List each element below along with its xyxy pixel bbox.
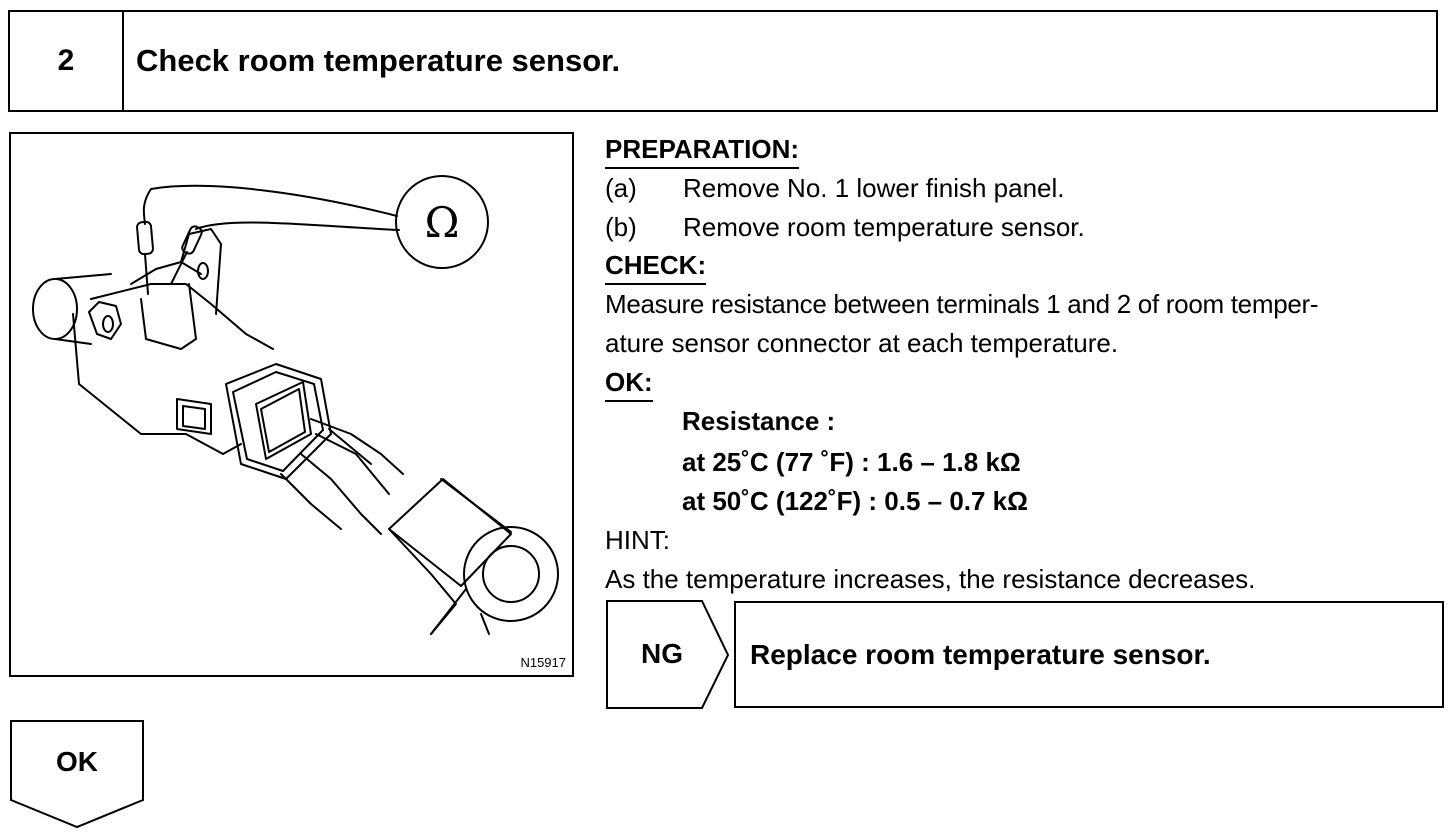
sensor-diagram-drawing (32, 175, 559, 635)
ohmmeter-icon (395, 175, 489, 269)
spec-row: at 25˚C (77 ˚F) : 1.6 – 1.8 kΩ (682, 447, 1021, 477)
check-line: Measure resistance between terminals 1 a… (605, 289, 1319, 319)
preparation-heading: PREPARATION: (605, 134, 800, 169)
sensor-illustration: Ω N15917 (9, 132, 574, 677)
step-title: Check room temperature sensor. (136, 43, 621, 78)
spec-row: at 50˚C (122˚F) : 0.5 – 0.7 kΩ (682, 486, 1028, 516)
ok-arrow-shape (10, 720, 144, 829)
list-item-text: Remove No. 1 lower finish panel. (683, 173, 1065, 203)
check-heading: CHECK: (605, 250, 707, 285)
hint-text: As the temperature increases, the resist… (605, 564, 1256, 594)
hint-heading: HINT: (605, 525, 670, 555)
figure-code: N15917 (520, 655, 566, 670)
list-item-text: Remove room temperature sensor. (683, 212, 1085, 242)
check-line: ature sensor connector at each temperatu… (605, 328, 1119, 358)
ng-label: NG (641, 638, 683, 669)
step-header: 2 Check room temperature sensor. (8, 10, 1438, 112)
ok-label: OK (56, 746, 98, 777)
list-marker: (a) (605, 173, 637, 203)
ng-arrow-shape (606, 600, 730, 709)
ng-action-text: Replace room temperature sensor. (750, 638, 1211, 670)
step-number: 2 (10, 12, 124, 110)
list-marker: (b) (605, 212, 637, 242)
ok-heading: OK: (605, 367, 653, 402)
ohm-symbol: Ω (424, 197, 460, 247)
ng-action-box: Replace room temperature sensor. (734, 601, 1444, 708)
spec-title: Resistance : (682, 406, 836, 436)
